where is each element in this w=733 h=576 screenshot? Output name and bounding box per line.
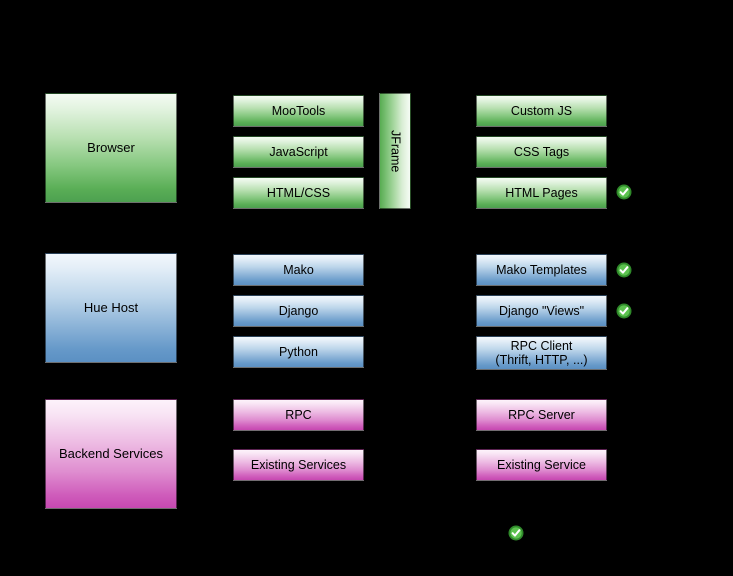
green-check-icon bbox=[616, 262, 632, 278]
app-item-rpc-client-sublabel: (Thrift, HTTP, ...) bbox=[495, 353, 588, 367]
stack-item-existing-services[interactable]: Existing Services bbox=[233, 449, 364, 481]
stack-item-mootools-label: MooTools bbox=[271, 103, 326, 118]
zone-backend-services-label: Backend Services bbox=[58, 445, 164, 461]
stack-item-javascript[interactable]: JavaScript bbox=[233, 136, 364, 168]
zone-browser[interactable]: Browser bbox=[45, 93, 177, 203]
app-item-html-pages[interactable]: HTML Pages bbox=[476, 177, 607, 209]
stack-item-python[interactable]: Python bbox=[233, 336, 364, 368]
app-item-django-views-label: Django "Views" bbox=[498, 303, 585, 318]
stack-item-existing-services-label: Existing Services bbox=[250, 457, 347, 472]
app-item-mako-templates[interactable]: Mako Templates bbox=[476, 254, 607, 286]
zone-backend-services[interactable]: Backend Services bbox=[45, 399, 177, 509]
stack-item-htmlcss-label: HTML/CSS bbox=[266, 185, 331, 200]
app-item-existing-service-label: Existing Service bbox=[497, 457, 586, 472]
zone-browser-label: Browser bbox=[87, 139, 135, 155]
zone-hue-host[interactable]: Hue Host bbox=[45, 253, 177, 363]
stack-item-mootools[interactable]: MooTools bbox=[233, 95, 364, 127]
app-item-django-views[interactable]: Django "Views" bbox=[476, 295, 607, 327]
jframe-label: JFrame bbox=[388, 129, 403, 173]
app-item-custom-js[interactable]: Custom JS bbox=[476, 95, 607, 127]
stack-item-python-label: Python bbox=[279, 344, 318, 359]
stack-item-mako-label: Mako bbox=[283, 262, 314, 277]
green-check-icon bbox=[616, 303, 632, 319]
zone-hue-host-label: Hue Host bbox=[83, 299, 139, 315]
jframe-box[interactable]: JFrame bbox=[379, 93, 411, 209]
stack-item-rpc[interactable]: RPC bbox=[233, 399, 364, 431]
app-item-custom-js-label: Custom JS bbox=[510, 103, 573, 118]
stack-item-rpc-label: RPC bbox=[285, 407, 312, 422]
app-item-rpc-server[interactable]: RPC Server bbox=[476, 399, 607, 431]
stack-item-django-label: Django bbox=[278, 303, 319, 318]
app-item-rpc-client[interactable]: RPC Client (Thrift, HTTP, ...) bbox=[476, 336, 607, 370]
app-item-rpc-server-label: RPC Server bbox=[508, 407, 575, 422]
app-item-css-tags-label: CSS Tags bbox=[513, 144, 570, 159]
app-item-css-tags[interactable]: CSS Tags bbox=[476, 136, 607, 168]
app-item-html-pages-label: HTML Pages bbox=[505, 185, 578, 200]
stack-item-htmlcss[interactable]: HTML/CSS bbox=[233, 177, 364, 209]
green-check-icon bbox=[616, 184, 632, 200]
app-item-mako-templates-label: Mako Templates bbox=[496, 262, 587, 277]
stack-item-django[interactable]: Django bbox=[233, 295, 364, 327]
stack-item-javascript-label: JavaScript bbox=[269, 144, 328, 159]
app-item-existing-service[interactable]: Existing Service bbox=[476, 449, 607, 481]
app-item-rpc-client-label: RPC Client bbox=[510, 338, 573, 353]
legend-green-check-icon bbox=[508, 525, 524, 541]
stack-item-mako[interactable]: Mako bbox=[233, 254, 364, 286]
